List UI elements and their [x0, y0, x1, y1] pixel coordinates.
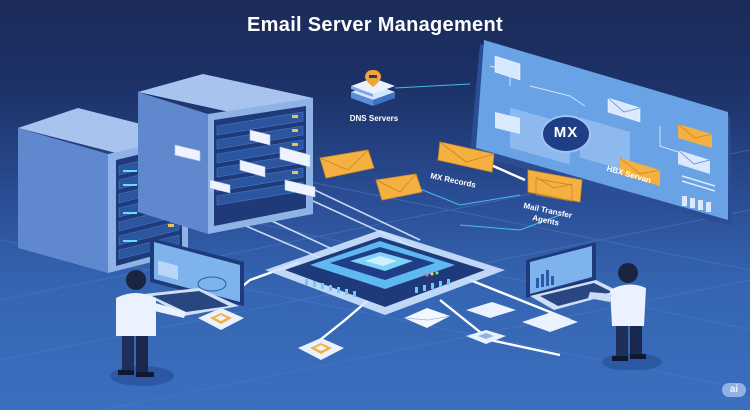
dns-servers-label: DNS Servers — [349, 114, 399, 123]
mx-records-envelope — [437, 141, 495, 173]
node-tile-bottom — [298, 338, 344, 360]
mx-dashboard-panel — [470, 40, 732, 226]
dns-server-icon — [351, 70, 395, 106]
admin-person-left — [110, 238, 244, 386]
mail-transfer-envelope — [527, 169, 583, 203]
orange-envelope-2 — [375, 173, 423, 201]
white-envelopes-group — [174, 129, 316, 198]
ai-watermark-badge: ai — [722, 383, 746, 397]
page-title: Email Server Management — [247, 14, 503, 36]
mx-label: MX — [553, 124, 579, 141]
document-tiles — [466, 302, 578, 344]
white-envelope-floor — [403, 308, 451, 328]
admin-person-right — [526, 242, 662, 370]
node-tile-left — [198, 308, 244, 330]
orange-envelope-1 — [319, 149, 375, 179]
central-processor-chip — [265, 230, 505, 315]
